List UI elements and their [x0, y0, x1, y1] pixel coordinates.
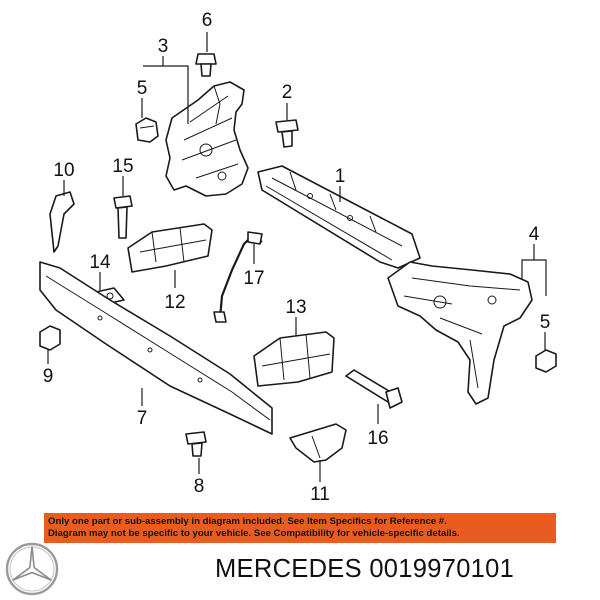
- leader-lines: [47, 32, 547, 482]
- part-13-spacer: [253, 331, 335, 387]
- callout-12: 12: [164, 292, 185, 313]
- brand-make: MERCEDES: [215, 555, 362, 583]
- part-4-bracket: [387, 261, 533, 405]
- part-2-bolt: [275, 119, 299, 148]
- callout-8: 8: [194, 476, 205, 497]
- callout-2: 2: [282, 82, 293, 103]
- callout-10: 10: [53, 160, 74, 181]
- part-12-spacer: [127, 223, 213, 273]
- callout-14: 14: [89, 252, 111, 273]
- disclaimer-line-2: Diagram may not be specific to your vehi…: [48, 528, 460, 539]
- part-17-hose: [213, 231, 263, 323]
- part-3-bracket: [165, 81, 249, 197]
- part-11-bracket: [289, 423, 347, 463]
- disclaimer-banner: Only one part or sub-assembly in diagram…: [44, 513, 556, 543]
- callout-1: 1: [335, 166, 346, 187]
- part-7-bumper-bar: [39, 261, 273, 435]
- callout-13: 13: [285, 297, 306, 318]
- disclaimer-line-1: Only one part or sub-assembly in diagram…: [48, 516, 447, 527]
- part-9-nut: [39, 325, 61, 351]
- callout-11: 11: [310, 484, 330, 505]
- part-8-bolt: [185, 431, 207, 457]
- callout-15: 15: [112, 156, 133, 177]
- part-16-bolt: [345, 369, 403, 409]
- callout-3: 3: [158, 36, 169, 57]
- part-6-bolt: [195, 53, 217, 77]
- callout-9: 9: [43, 366, 54, 387]
- part-number: 0019970101: [369, 555, 515, 583]
- part-10-bracket: [49, 191, 75, 253]
- part-5-nut-right: [535, 349, 557, 373]
- callout-5-right: 5: [540, 312, 551, 333]
- part-15-bolt: [113, 195, 133, 239]
- callout-7: 7: [137, 408, 148, 429]
- part-number-label: MERCEDES 0019970101: [215, 555, 514, 584]
- callout-6: 6: [202, 10, 213, 31]
- callout-numbers: 1 2 3 4 5 5 6 7 8 9 10 11 12 13 14 15 16…: [43, 10, 551, 505]
- callout-17: 17: [243, 268, 264, 289]
- callout-5-left: 5: [137, 78, 148, 99]
- callout-16: 16: [367, 428, 388, 449]
- mercedes-star-icon: [5, 542, 59, 596]
- callout-4: 4: [529, 224, 540, 245]
- part-5-nut-left: [135, 117, 159, 143]
